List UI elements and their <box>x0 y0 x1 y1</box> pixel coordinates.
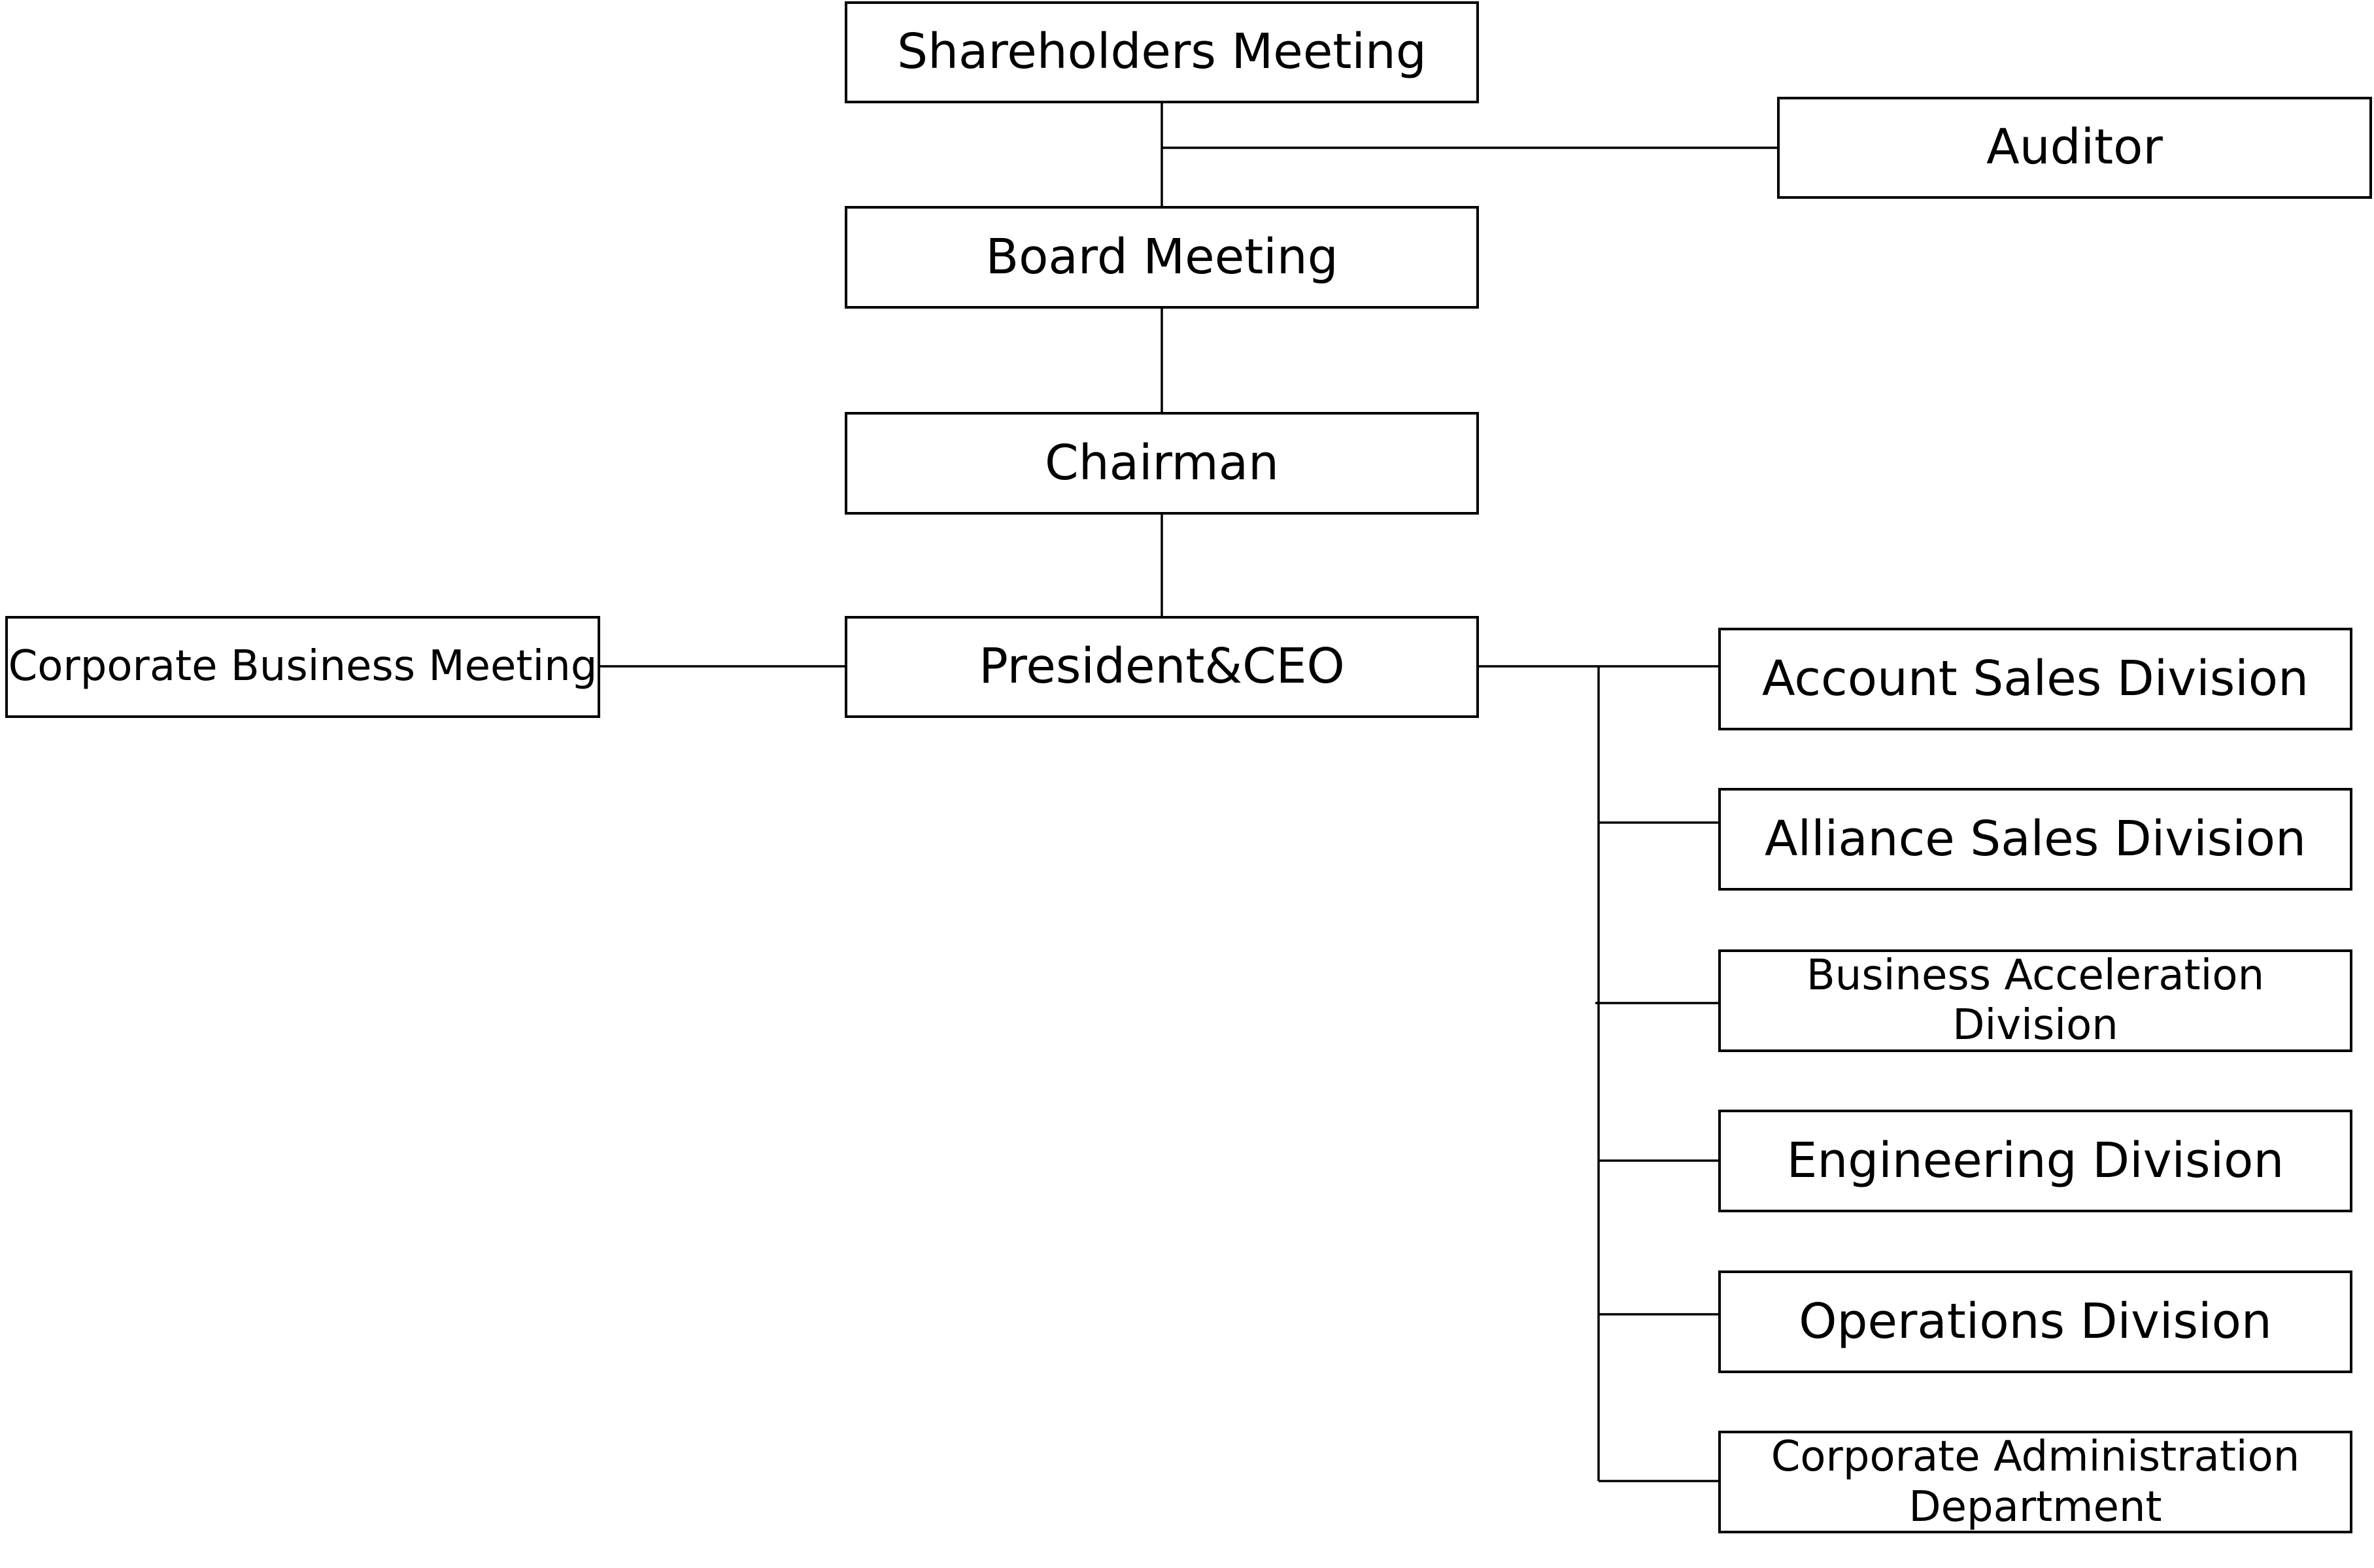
division-label: Business Acceleration Division <box>1806 951 2265 1049</box>
division-box: Operations Division <box>1718 1270 2352 1373</box>
division-box: Engineering Division <box>1718 1110 2352 1212</box>
auditor-box: Auditor <box>1777 97 2372 199</box>
division-box: Account Sales Division <box>1718 628 2352 730</box>
chairman-box: Chairman <box>845 412 1479 515</box>
president-ceo-box: President&CEO <box>845 616 1479 718</box>
board-meeting-box: Board Meeting <box>845 206 1479 309</box>
division-box: Business Acceleration Division <box>1718 949 2352 1052</box>
division-label: Operations Division <box>1799 1293 2272 1350</box>
division-box: Corporate Administration Department <box>1718 1431 2352 1533</box>
board-meeting-label: Board Meeting <box>985 228 1338 285</box>
chairman-label: Chairman <box>1045 434 1279 491</box>
division-label: Corporate Administration Department <box>1771 1432 2300 1531</box>
auditor-label: Auditor <box>1986 119 2163 176</box>
division-label: Account Sales Division <box>1762 650 2309 707</box>
corporate-business-meeting-box: Corporate Business Meeting <box>5 616 600 718</box>
division-label: Alliance Sales Division <box>1765 810 2306 867</box>
corporate-business-meeting-label: Corporate Business Meeting <box>8 642 598 691</box>
shareholders-meeting-label: Shareholders Meeting <box>897 24 1427 80</box>
shareholders-meeting-box: Shareholders Meeting <box>845 1 1479 103</box>
division-box: Alliance Sales Division <box>1718 788 2352 891</box>
president-ceo-label: President&CEO <box>979 638 1345 695</box>
division-label: Engineering Division <box>1786 1132 2284 1189</box>
